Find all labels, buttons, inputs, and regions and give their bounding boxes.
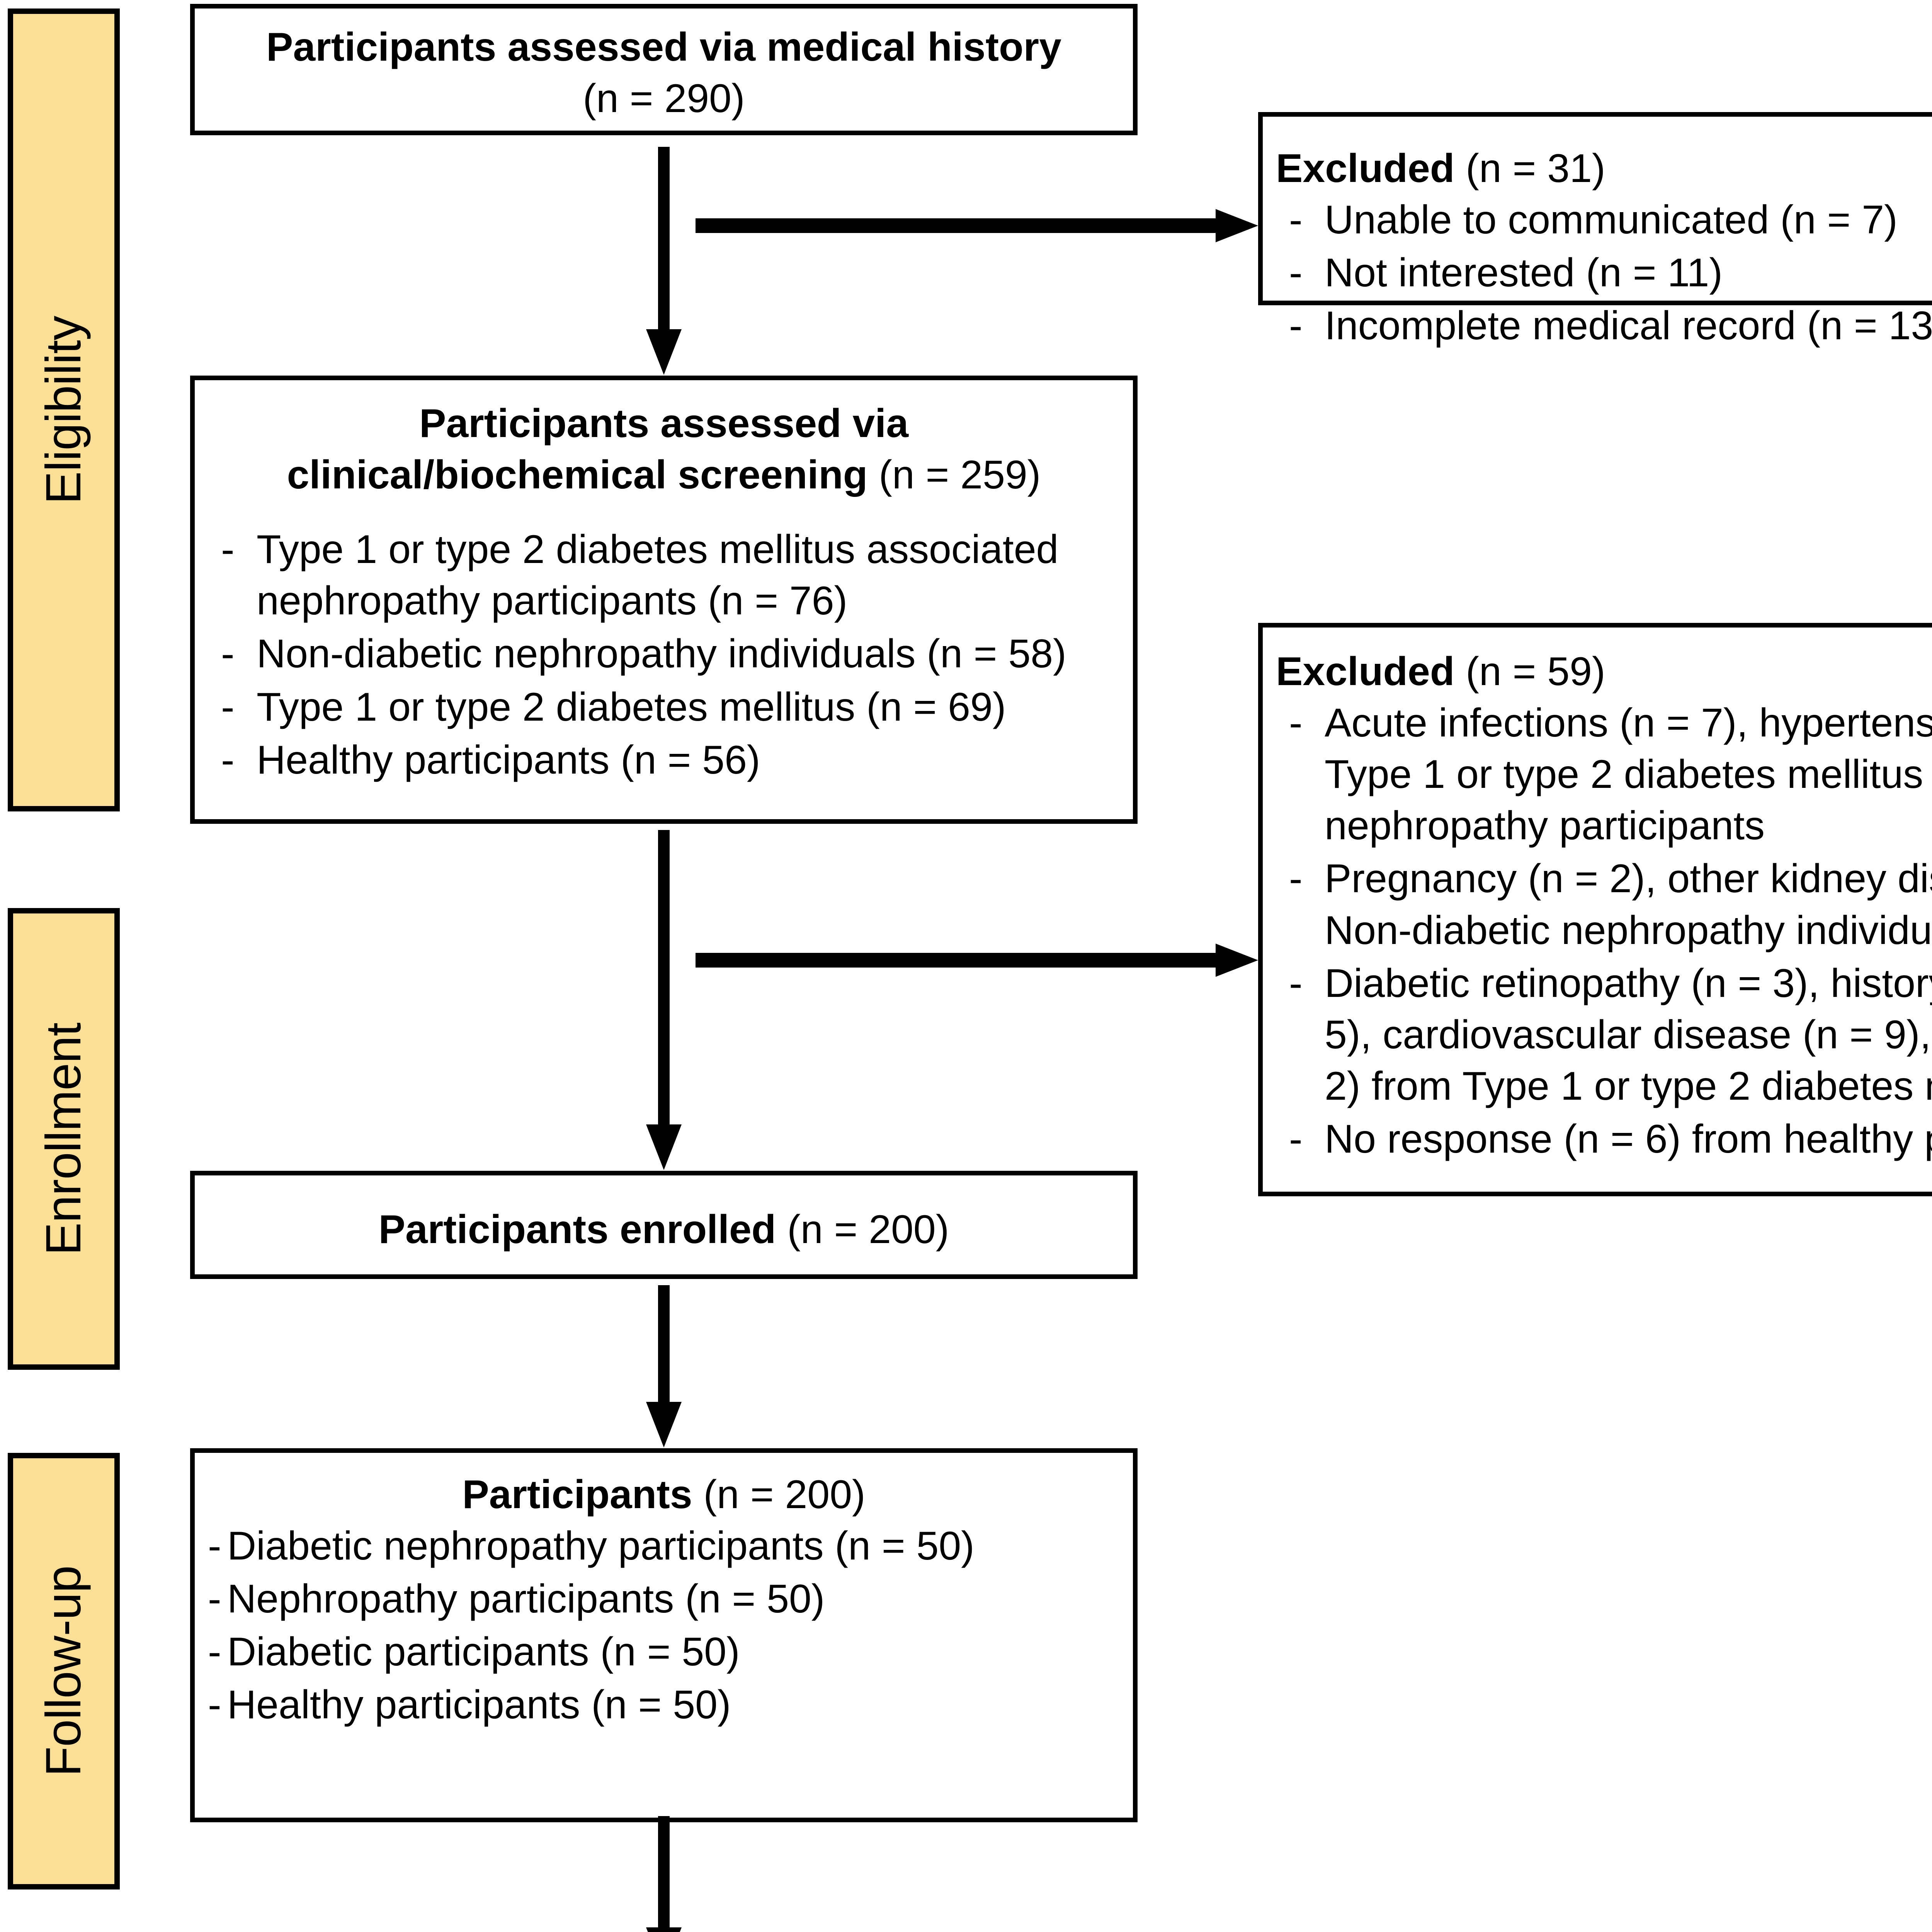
box-title: Participants assessed via medical histor… [266, 25, 1061, 70]
arrow-shaft [696, 953, 1216, 968]
arrow-down-clinical-to-enrolled [646, 830, 682, 1170]
spacer [208, 501, 1120, 524]
arrow-head [1216, 209, 1258, 242]
box-content: Excluded (n = 59) Acute infections (n = … [1263, 628, 1932, 1177]
arrow-head [646, 1124, 682, 1170]
box-content: Participants (n = 200) Diabetic nephropa… [195, 1453, 1133, 1743]
arrow-shaft [658, 830, 670, 1124]
box-title-count: (n = 259) [867, 452, 1041, 498]
excluded-2-title-count: (n = 59) [1454, 649, 1605, 694]
list-item: Pregnancy (n = 2), other kidney disease … [1276, 853, 1932, 956]
arrow-shaft [658, 1816, 670, 1927]
stage-label-enrollment-text: Enrollment [36, 1022, 91, 1255]
excluded-1-reason-list: Unable to communicated (n = 7) Not inter… [1276, 194, 1932, 352]
box-content: Participants assessed via medical histor… [195, 9, 1133, 134]
arrow-shaft [696, 218, 1216, 233]
arrow-shaft [658, 147, 670, 329]
list-item: No response (n = 6) from healthy partici… [1276, 1114, 1932, 1165]
box-title: Participants assessed via clinical/bioch… [208, 398, 1120, 501]
list-item: Incomplete medical record (n = 13) [1276, 300, 1932, 352]
stage-label-eligibility-text: Eligibility [36, 316, 91, 504]
enrolled-count: (n = 200) [776, 1207, 949, 1252]
list-item: Unable to communicated (n = 7) [1276, 194, 1932, 246]
arrow-right-to-excluded-59 [696, 944, 1258, 977]
arrow-right-to-excluded-31 [696, 209, 1258, 242]
arrow-head [646, 1402, 682, 1447]
stage-label-enrollment: Enrollment [8, 908, 120, 1370]
list-item: Healthy participants (n = 56) [208, 735, 1120, 786]
arrow-down-history-to-clinical [646, 147, 682, 375]
stage-label-followup: Follow-up [8, 1453, 120, 1889]
excluded-2-title-label: Excluded [1276, 649, 1455, 694]
list-item: Nephropathy participants (n = 50) [208, 1573, 1120, 1625]
box-title-line-1: Participants assessed via [419, 401, 909, 446]
list-item: Not interested (n = 11) [1276, 247, 1932, 299]
enrolled-line: Participants enrolled (n = 200) [208, 1204, 1120, 1255]
excluded-1-title-label: Excluded [1276, 146, 1455, 191]
box-participants-enrolled: Participants enrolled (n = 200) [190, 1171, 1138, 1279]
excluded-2-title: Excluded (n = 59) [1276, 646, 1932, 697]
followup-title-count: (n = 200) [692, 1472, 866, 1517]
clinical-group-list: Type 1 or type 2 diabetes mellitus assoc… [208, 524, 1120, 786]
arrow-head [1216, 944, 1258, 977]
box-content: Excluded (n = 31) Unable to communicated… [1263, 117, 1932, 363]
stage-label-followup-text: Follow-up [36, 1566, 91, 1777]
list-item: Non-diabetic nephropathy individuals (n … [208, 628, 1120, 680]
box-content: Participants enrolled (n = 200) [195, 1175, 1133, 1265]
box-excluded-59: Excluded (n = 59) Acute infections (n = … [1258, 623, 1932, 1196]
followup-title: Participants (n = 200) [208, 1469, 1120, 1520]
box-participants-followup: Participants (n = 200) Diabetic nephropa… [190, 1448, 1138, 1822]
arrow-head [646, 329, 682, 375]
box-content: Participants assessed via clinical/bioch… [195, 380, 1133, 798]
excluded-1-title: Excluded (n = 31) [1276, 143, 1932, 194]
box-participants-assessed-medical-history: Participants assessed via medical histor… [190, 4, 1138, 135]
enrolled-label: Participants enrolled [378, 1207, 776, 1252]
list-item: Healthy participants (n = 50) [208, 1679, 1120, 1731]
list-item: Diabetic participants (n = 50) [208, 1626, 1120, 1678]
arrow-down-followup-to-analysis [646, 1816, 682, 1932]
arrow-head [646, 1927, 682, 1932]
list-item: Diabetic nephropathy participants (n = 5… [208, 1520, 1120, 1572]
stage-label-eligibility: Eligibility [8, 9, 120, 811]
excluded-1-title-count: (n = 31) [1454, 146, 1605, 191]
box-count: (n = 290) [583, 76, 745, 121]
followup-group-list: Diabetic nephropathy participants (n = 5… [208, 1520, 1120, 1731]
list-item: Diabetic retinopathy (n = 3), history of… [1276, 958, 1932, 1112]
box-participants-assessed-clinical-screening: Participants assessed via clinical/bioch… [190, 376, 1138, 824]
excluded-2-reason-list: Acute infections (n = 7), hypertension (… [1276, 697, 1932, 1165]
list-item: Type 1 or type 2 diabetes mellitus (n = … [208, 682, 1120, 733]
arrow-shaft [658, 1285, 670, 1402]
list-item: Type 1 or type 2 diabetes mellitus assoc… [208, 524, 1120, 627]
list-item: Acute infections (n = 7), hypertension (… [1276, 697, 1932, 852]
box-title-line-2: clinical/biochemical screening (n = 259) [208, 449, 1120, 501]
box-excluded-31: Excluded (n = 31) Unable to communicated… [1258, 112, 1932, 352]
followup-title-label: Participants [462, 1472, 692, 1517]
arrow-down-enrolled-to-followup [646, 1285, 682, 1447]
box-title-line-2-label: clinical/biochemical screening [287, 452, 868, 498]
